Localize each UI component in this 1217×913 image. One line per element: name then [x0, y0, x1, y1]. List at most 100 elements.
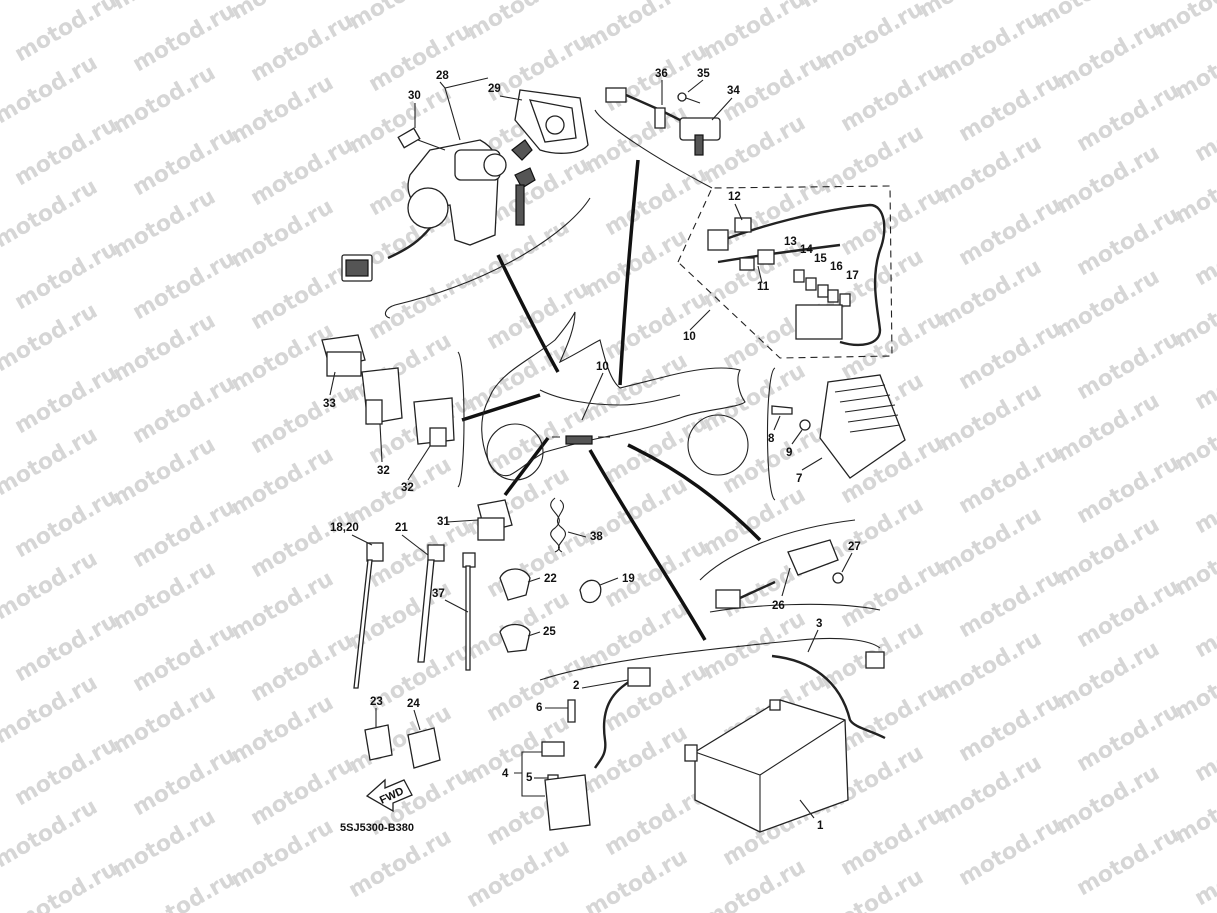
watermark-text: motod.ru — [955, 316, 1066, 395]
watermark-text: motod.ru — [247, 132, 358, 211]
watermark-text: motod.ru — [1191, 336, 1217, 415]
watermark-text: motod.ru — [1073, 574, 1184, 653]
watermark-text: motod.ru — [935, 750, 1046, 829]
watermark-text: motod.ru — [365, 18, 476, 97]
diagram-code: 5SJ5300-B380 — [340, 822, 414, 834]
watermark-text: motod.ru — [1073, 202, 1184, 281]
watermark-text: motod.ru — [719, 172, 830, 251]
label-6: 6 — [536, 702, 542, 714]
watermark-text: motod.ru — [227, 318, 338, 397]
watermark-text: motod.ru — [129, 246, 240, 325]
watermark-text: motod.ru — [345, 700, 456, 779]
watermark-text: motod.ru — [1191, 584, 1217, 663]
watermark-text: motod.ru — [0, 670, 102, 749]
watermark-text: motod.ru — [1053, 512, 1164, 591]
label-33: 33 — [323, 398, 336, 410]
label-24: 24 — [407, 698, 420, 710]
watermark-text: motod.ru — [581, 844, 692, 913]
watermark-text: motod.ru — [247, 256, 358, 335]
watermark-text: motod.ru — [129, 866, 240, 913]
watermark-text: motod.ru — [601, 534, 712, 613]
watermark-text: motod.ru — [837, 554, 948, 633]
watermark-text: motod.ru — [955, 192, 1066, 271]
watermark-text: motod.ru — [1191, 708, 1217, 787]
watermark-text: motod.ru — [11, 112, 122, 191]
watermark-text: motod.ru — [817, 0, 928, 75]
watermark-text: motod.ru — [1191, 460, 1217, 539]
watermark-text: motod.ru — [109, 432, 220, 511]
watermark-text: motod.ru — [247, 752, 358, 831]
watermark-text: motod.ru — [1073, 78, 1184, 157]
label-26: 26 — [772, 600, 785, 612]
watermark-text: motod.ru — [935, 130, 1046, 209]
watermark-text: motod.ru — [0, 794, 102, 873]
watermark-text: motod.ru — [11, 608, 122, 687]
watermark-text: motod.ru — [227, 814, 338, 893]
label-34: 34 — [727, 85, 740, 97]
watermark-text: motod.ru — [601, 410, 712, 489]
sidestand-switch-assembly — [605, 87, 721, 156]
watermark-text: motod.ru — [1191, 832, 1217, 911]
watermark-text: motod.ru — [365, 266, 476, 345]
watermark-text: motod.ru — [129, 0, 240, 77]
main-switch-assembly — [341, 89, 589, 282]
watermark-text: motod.ru — [247, 8, 358, 87]
watermark-text: motod.ru — [109, 184, 220, 263]
watermark-text: motod.ru — [11, 236, 122, 315]
watermark-text: motod.ru — [837, 58, 948, 137]
label-21: 21 — [395, 522, 408, 534]
watermark-text: motod.ru — [227, 70, 338, 149]
watermark-text: motod.ru — [129, 742, 240, 821]
rectifier-regulator — [771, 374, 906, 479]
watermark-text: motod.ru — [109, 804, 220, 883]
watermark-text: motod.ru — [11, 360, 122, 439]
part-number-labels: 28 29 30 36 35 34 12 13 14 15 16 17 11 1… — [323, 68, 861, 832]
watermark-text: motod.ru — [247, 628, 358, 707]
watermark-text: motod.ru — [129, 122, 240, 201]
watermark-text: motod.ru — [699, 482, 810, 561]
watermark-text: motod.ru — [227, 690, 338, 769]
watermark-text: motod.ru — [1073, 326, 1184, 405]
watermark-text: motod.ru — [0, 422, 102, 501]
watermark-text: motod.ru — [601, 162, 712, 241]
label-18-20: 18,20 — [330, 522, 359, 534]
watermark-text: motod.ru — [0, 298, 102, 377]
watermark-text: motod.ru — [1053, 388, 1164, 467]
watermark-text: motod.ru — [109, 308, 220, 387]
starter-relay-assembly — [715, 539, 844, 609]
clamps — [499, 568, 602, 653]
watermark-text: motod.ru — [817, 864, 928, 913]
watermark-text: motod.ru — [109, 556, 220, 635]
label-37: 37 — [432, 588, 445, 600]
watermark-text: motod.ru — [129, 494, 240, 573]
wire-harness-assembly — [707, 203, 886, 346]
motorcycle-outline — [481, 311, 749, 481]
label-12: 12 — [728, 191, 741, 203]
battery-assembly — [541, 651, 886, 833]
watermark-text: motod.ru — [581, 720, 692, 799]
watermark-text: motod.ru — [581, 596, 692, 675]
label-17: 17 — [846, 270, 859, 282]
group-brackets — [384, 109, 893, 681]
label-5: 5 — [526, 772, 533, 784]
label-16: 16 — [830, 261, 843, 273]
watermark-text: motod.ru — [1191, 88, 1217, 167]
watermark-text: motod.ru — [1053, 636, 1164, 715]
label-2: 2 — [573, 680, 579, 692]
watermark-text: motod.ru — [0, 174, 102, 253]
watermark-text: motod.ru — [935, 502, 1046, 581]
watermark-text: motod.ru — [935, 378, 1046, 457]
watermark-text: motod.ru — [601, 286, 712, 365]
watermark-text: motod.ru — [1053, 760, 1164, 839]
label-1: 1 — [817, 820, 824, 832]
watermark-text: motod.ru — [345, 824, 456, 903]
watermark-text: motod.ru — [129, 370, 240, 449]
watermark-text: motod.ru — [699, 606, 810, 685]
label-19: 19 — [622, 573, 635, 585]
watermark-text: motod.ru — [955, 440, 1066, 519]
label-15: 15 — [814, 253, 827, 265]
watermark-text: motod.ru — [955, 688, 1066, 767]
label-10-body: 10 — [596, 361, 609, 373]
watermark-text: motod.ru — [601, 658, 712, 737]
